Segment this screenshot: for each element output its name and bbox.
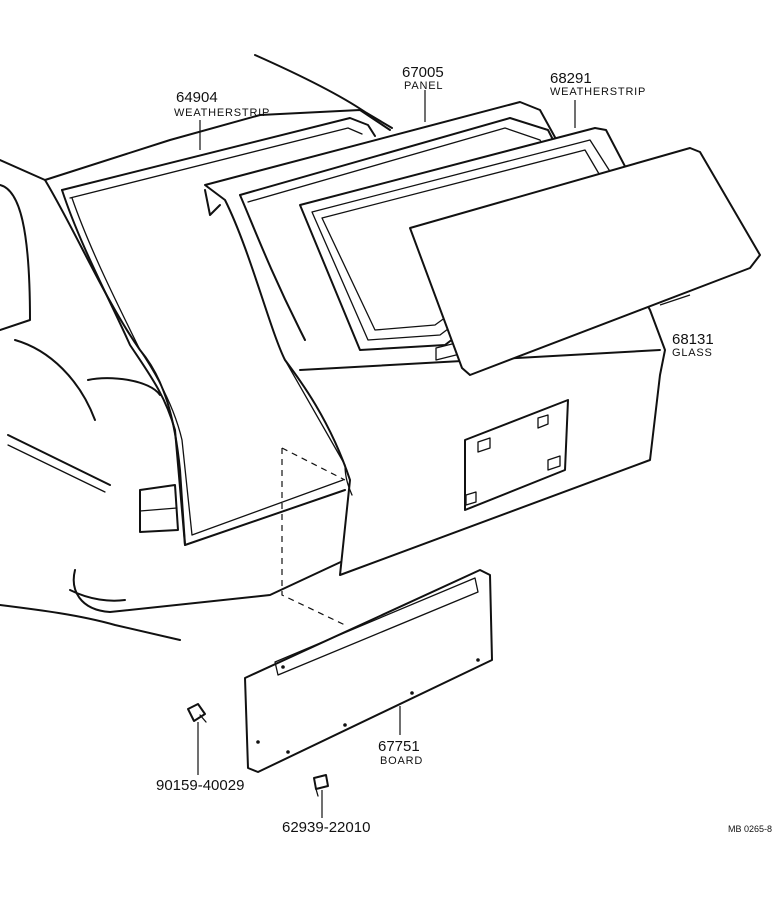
part-no-68131: 68131 [672, 331, 714, 348]
dashed-alignment [281, 447, 346, 626]
clip-icon [313, 774, 329, 797]
part-name-64904: WEATHERSTRIP [174, 107, 270, 119]
part-no-67751: 67751 [378, 738, 420, 755]
weatherstrip-64904 [61, 117, 376, 546]
part-name-68291: WEATHERSTRIP [550, 86, 646, 98]
part-name-67751: BOARD [380, 755, 423, 767]
part-no-68291: 68291 [550, 70, 592, 87]
drawing-reference: MB 0265-8 [728, 824, 772, 834]
part-no-screw: 90159-40029 [156, 777, 244, 794]
part-no-67005: 67005 [402, 64, 444, 81]
trim-board-67751 [244, 569, 493, 773]
back-glass-68131 [409, 147, 761, 376]
part-no-64904: 64904 [176, 89, 218, 106]
part-no-clip: 62939-22010 [282, 819, 370, 836]
part-name-68131: GLASS [672, 347, 713, 359]
part-name-67005: PANEL [404, 80, 443, 92]
screw-icon [187, 703, 207, 723]
leader-lines [197, 90, 691, 818]
